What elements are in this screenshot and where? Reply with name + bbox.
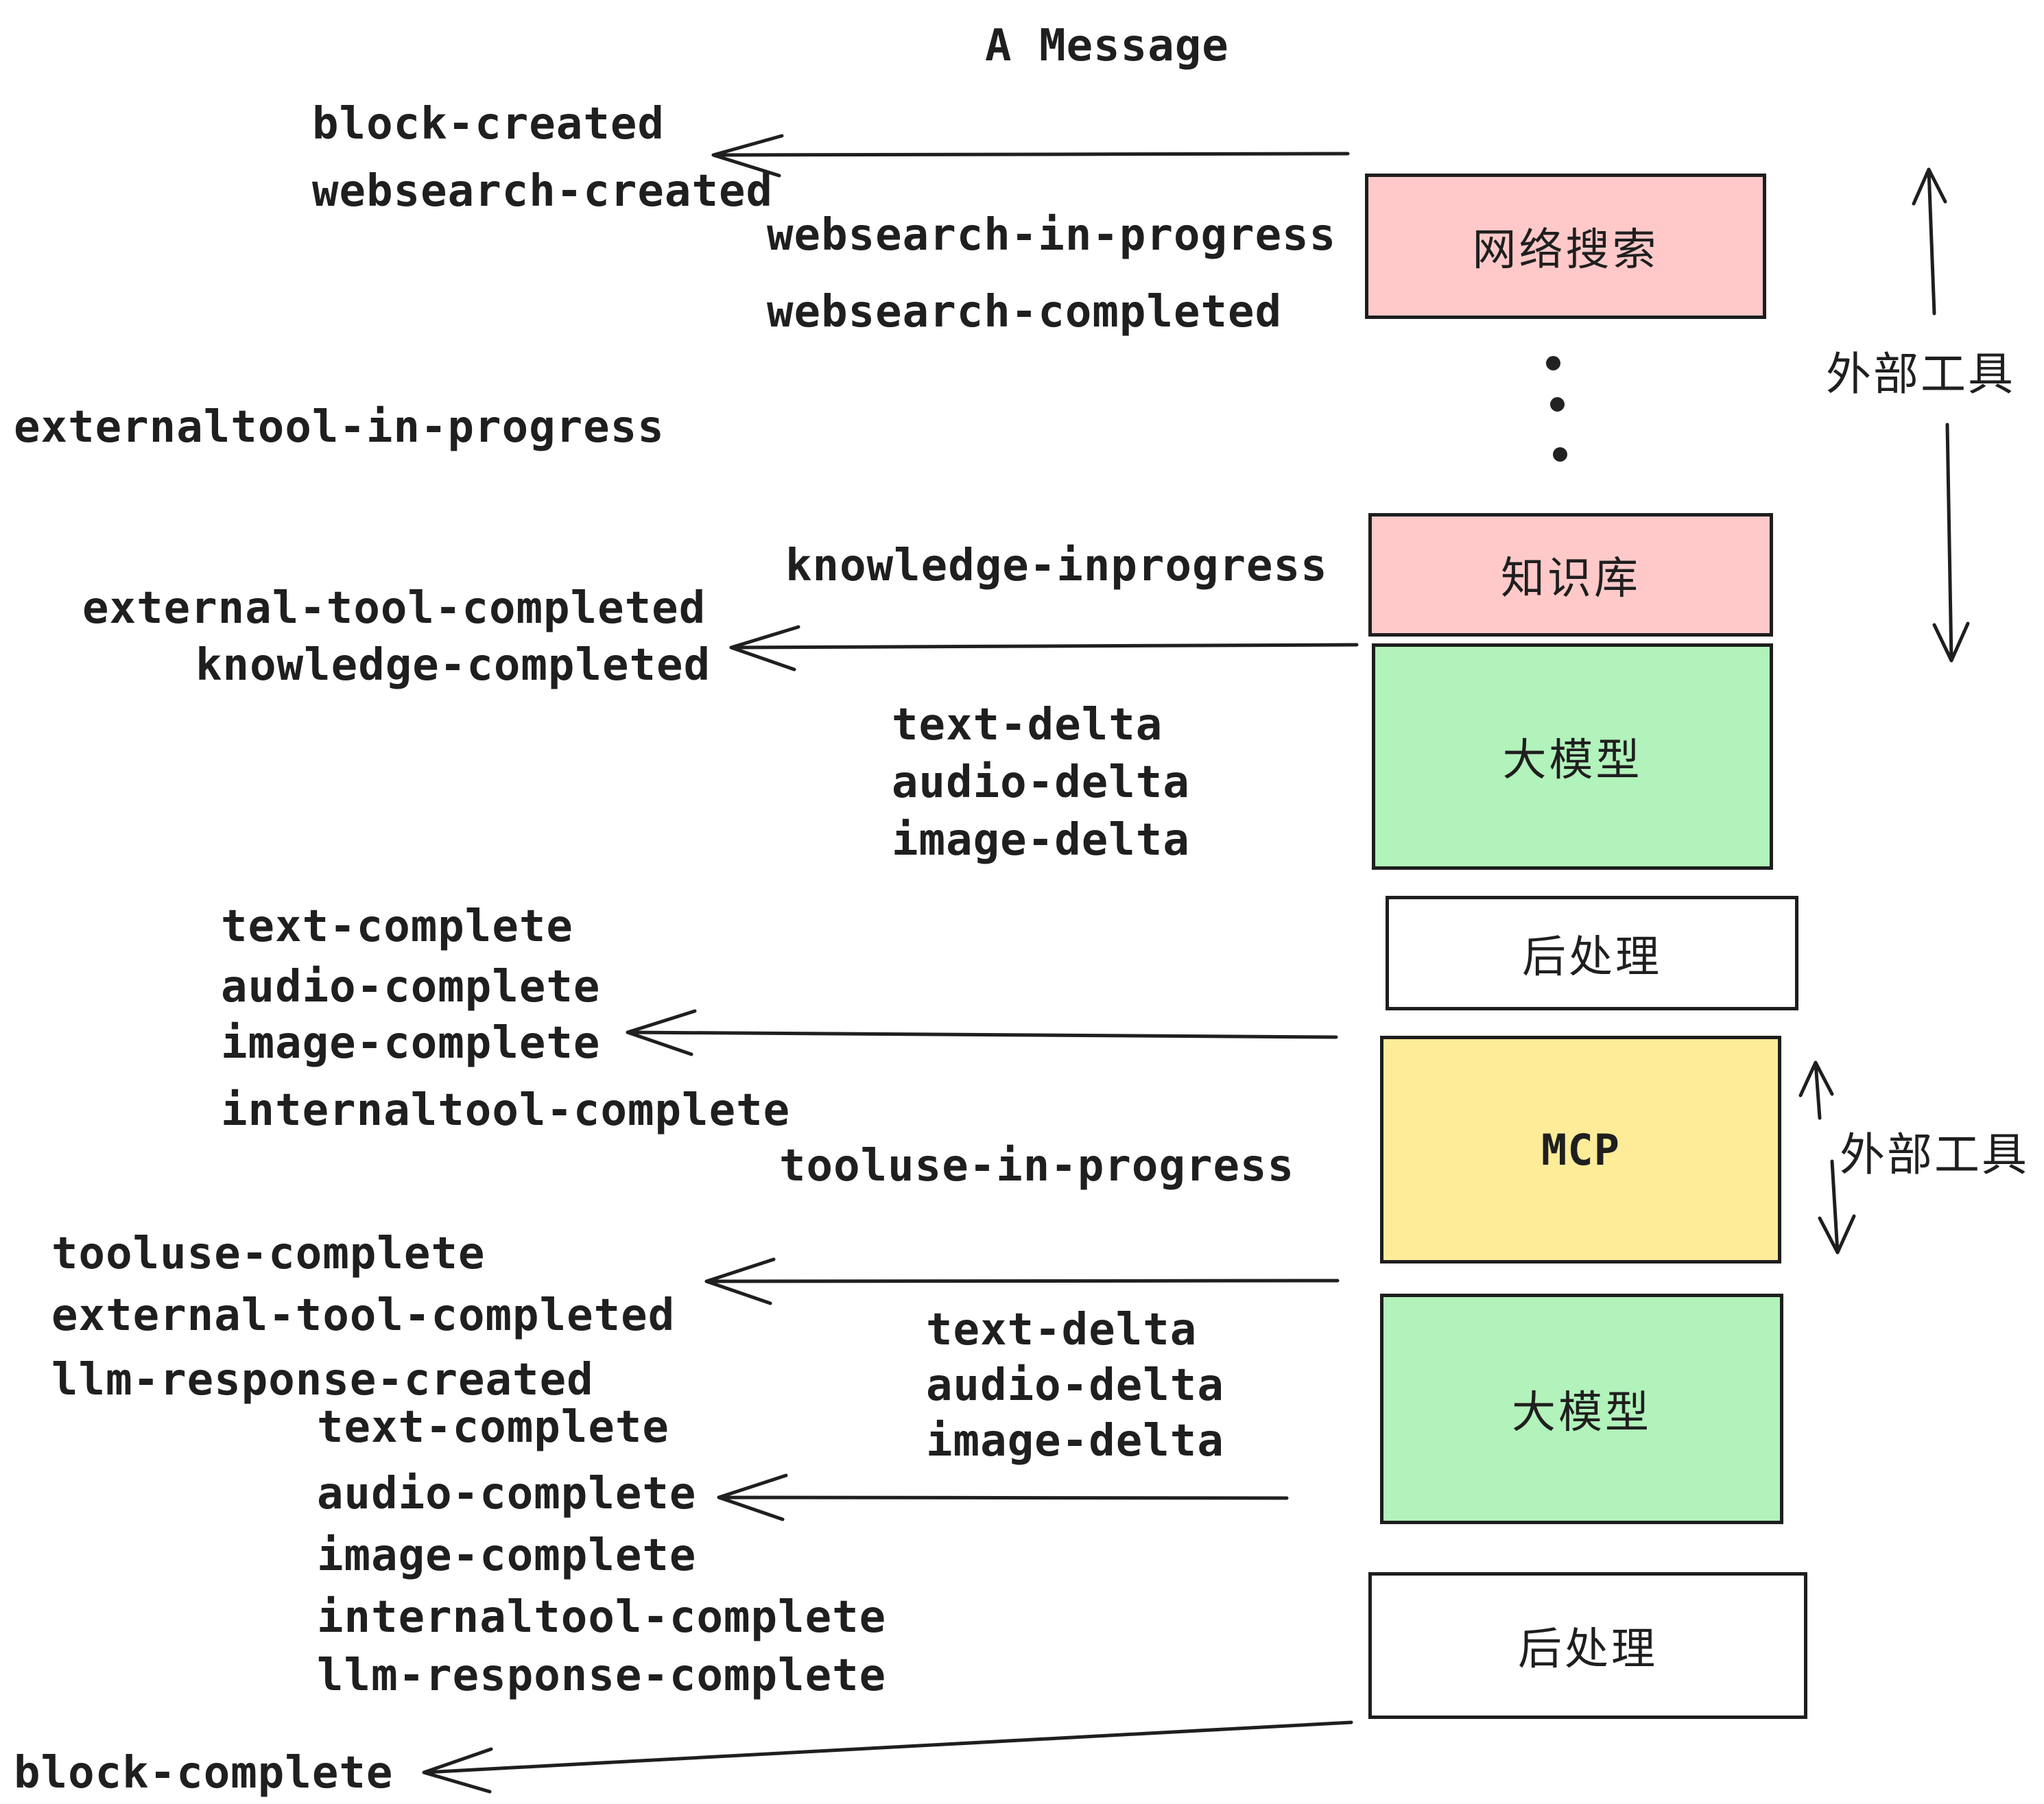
event-label-text-delta-2: text-delta bbox=[926, 1305, 1198, 1355]
event-label-block-created: block-created bbox=[312, 99, 665, 150]
node-websearch: 网络搜索 bbox=[1365, 174, 1766, 319]
event-label-tooluse-in-progress: tooluse-in-progress bbox=[779, 1141, 1295, 1191]
arrow-to-audio-complete bbox=[717, 1473, 1289, 1521]
arrow-to-tooluse-complete bbox=[704, 1257, 1340, 1305]
event-label-llm-response-complete: llm-response-complete bbox=[317, 1650, 887, 1701]
event-label-audio-delta-1: audio-delta bbox=[892, 757, 1190, 808]
external-tools-down-arrow-2 bbox=[1818, 1159, 1856, 1255]
arrow-to-knowledge-completed bbox=[729, 625, 1359, 672]
ellipsis-dot-icon bbox=[1546, 356, 1560, 370]
node-knowledge-label: 知识库 bbox=[1501, 554, 1641, 603]
external-tools-up-arrow-1 bbox=[1912, 167, 1947, 316]
event-label-audio-complete-1: audio-complete bbox=[221, 962, 601, 1012]
node-mcp: MCP bbox=[1380, 1036, 1781, 1263]
arrow-to-image-complete bbox=[626, 1009, 1338, 1056]
event-label-knowledge-inprogress: knowledge-inprogress bbox=[785, 541, 1328, 591]
event-label-image-complete-2: image-complete bbox=[317, 1530, 697, 1581]
event-label-websearch-created: websearch-created bbox=[312, 166, 774, 217]
node-postprocess-2-label: 后处理 bbox=[1518, 1624, 1658, 1674]
event-label-image-delta-1: image-delta bbox=[892, 815, 1190, 866]
node-knowledge: 知识库 bbox=[1368, 513, 1773, 637]
event-label-external-tool-completed-1: external-tool-completed bbox=[82, 583, 706, 634]
event-label-audio-complete-2: audio-complete bbox=[317, 1469, 697, 1519]
event-label-internaltool-complete-2: internaltool-complete bbox=[317, 1592, 887, 1643]
event-label-knowledge-completed: knowledge-completed bbox=[195, 640, 711, 691]
external-tools-label-top: 外部工具 bbox=[1826, 348, 2015, 399]
node-mcp-label: MCP bbox=[1541, 1124, 1620, 1175]
node-postprocess-1-label: 后处理 bbox=[1522, 931, 1662, 982]
node-llm-2: 大模型 bbox=[1380, 1294, 1783, 1524]
ellipsis-dot-icon bbox=[1550, 397, 1565, 412]
node-postprocess-2: 后处理 bbox=[1368, 1572, 1807, 1719]
event-label-websearch-in-progress: websearch-in-progress bbox=[767, 210, 1337, 261]
node-llm-1-label: 大模型 bbox=[1502, 735, 1643, 785]
arrow-to-block-created bbox=[711, 134, 1350, 178]
event-label-text-complete-1: text-complete bbox=[221, 901, 573, 952]
node-postprocess-1: 后处理 bbox=[1386, 896, 1798, 1010]
event-label-text-delta-1: text-delta bbox=[892, 700, 1163, 750]
event-label-block-complete: block-complete bbox=[14, 1748, 394, 1799]
event-label-image-complete-1: image-complete bbox=[221, 1018, 601, 1069]
ellipsis-dot-icon bbox=[1553, 447, 1567, 462]
arrow-to-block-complete bbox=[422, 1720, 1353, 1794]
external-tools-label-bottom: 外部工具 bbox=[1840, 1129, 2029, 1180]
node-llm-2-label: 大模型 bbox=[1512, 1388, 1652, 1437]
event-label-tooluse-complete: tooluse-complete bbox=[51, 1229, 486, 1279]
event-label-external-tool-completed-2: external-tool-completed bbox=[51, 1290, 676, 1341]
event-label-websearch-completed: websearch-completed bbox=[767, 287, 1283, 337]
event-label-externaltool-in-progress: externaltool-in-progress bbox=[14, 402, 665, 453]
external-tools-down-arrow-1 bbox=[1932, 423, 1970, 663]
event-label-llm-response-created: llm-response-created bbox=[51, 1355, 594, 1405]
external-tools-up-arrow-2 bbox=[1798, 1060, 1834, 1120]
node-llm-1: 大模型 bbox=[1372, 643, 1773, 870]
node-websearch-label: 网络搜索 bbox=[1472, 225, 1659, 274]
event-label-image-delta-2: image-delta bbox=[926, 1416, 1224, 1467]
event-label-internaltool-complete-1: internaltool-complete bbox=[221, 1085, 791, 1136]
event-label-audio-delta-2: audio-delta bbox=[926, 1360, 1224, 1411]
event-label-text-complete-2: text-complete bbox=[317, 1402, 669, 1453]
diagram-title: A Message bbox=[985, 21, 1229, 71]
